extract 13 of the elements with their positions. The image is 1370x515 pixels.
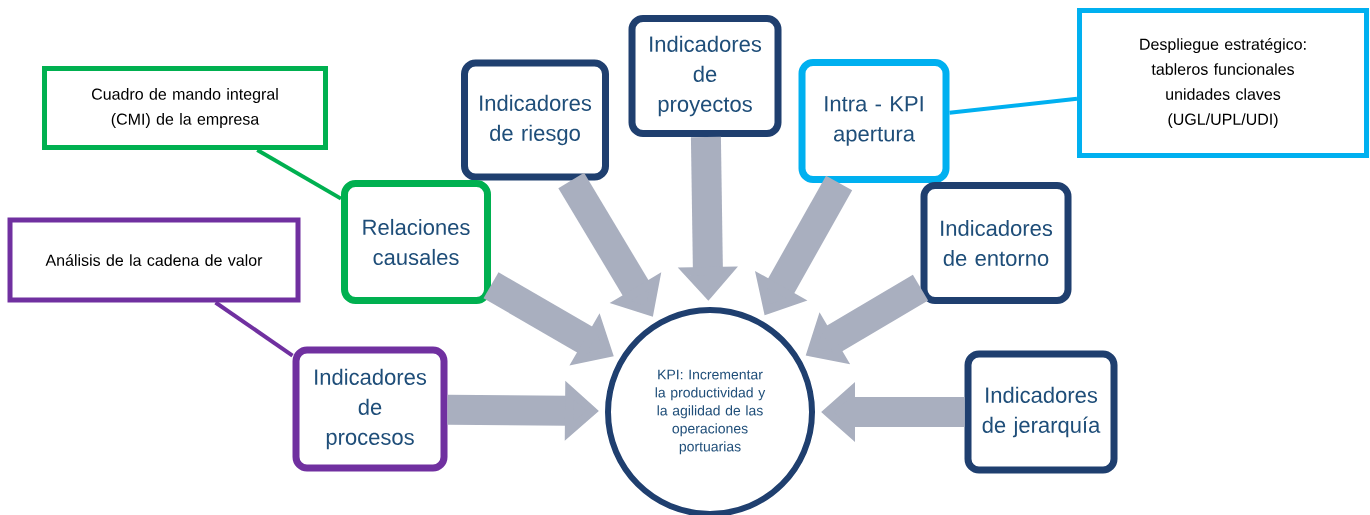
indicator-box: Indicadores de procesos (292, 346, 448, 472)
callout-box: Cuadro de mando integral (CMI) de la empresa (42, 66, 328, 150)
indicator-box: Indicadores de jerarquía (964, 350, 1118, 474)
indicator-box: Indicadores de riesgo (461, 59, 609, 181)
leader-line (949, 96, 1078, 115)
indicator-box: Indicadores de entorno (920, 182, 1072, 304)
callout-box: Despliegue estratégico: tableros funcionales unidades claves (UGL/UPL/UDI) (1077, 8, 1369, 158)
leader-line (256, 148, 342, 201)
leader-line (214, 300, 294, 358)
indicator-box: Indicadores de proyectos (628, 15, 782, 137)
callout-box: Análisis de la cadena de valor (7, 217, 301, 303)
indicator-box: Relaciones causales (341, 180, 491, 304)
indicator-box: Intra - KPI apertura (798, 59, 950, 183)
